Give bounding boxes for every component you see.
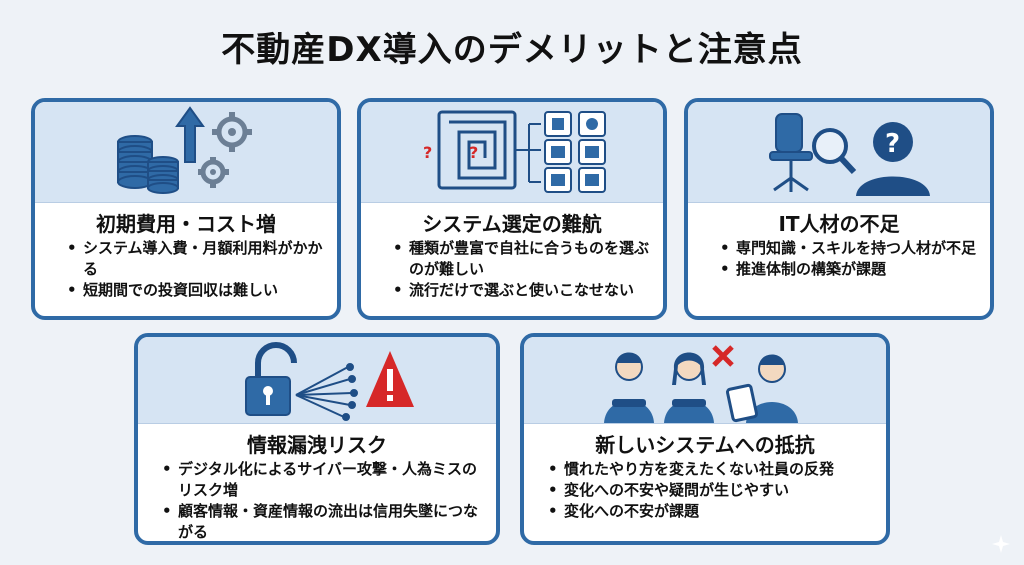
- card-illustration: ?: [688, 102, 990, 203]
- list-item: デジタル化によるサイバー攻撃・人為ミスのリスク増: [160, 459, 488, 501]
- bullet-list: 種類が豊富で自社に合うものを選ぶのが難しい 流行だけで選ぶと使いこなせない: [391, 238, 653, 301]
- card-illustration: [35, 102, 337, 203]
- card-illustration: ? ?: [361, 102, 663, 203]
- card-initial-cost: 初期費用・コスト増 システム導入費・月額利用料がかかる 短期間での投資回収は難し…: [31, 98, 341, 320]
- card-heading: 初期費用・コスト増: [96, 212, 276, 236]
- maze-apps-icon: ? ?: [423, 110, 606, 193]
- bullet-list: 慣れたやり方を変えたくない社員の反発 変化への不安や疑問が生じやすい 変化への不…: [546, 459, 878, 522]
- svg-text:?: ?: [885, 129, 900, 159]
- list-item: 種類が豊富で自社に合うものを選ぶのが難しい: [391, 238, 653, 280]
- card-illustration: [524, 337, 886, 424]
- card-illustration: [138, 337, 496, 424]
- coins-arrow-gears-icon: [117, 106, 252, 194]
- list-item: 専門知識・スキルを持つ人材が不足: [718, 238, 980, 259]
- card-information-leak: 情報漏洩リスク デジタル化によるサイバー攻撃・人為ミスのリスク増 顧客情報・資産…: [134, 333, 500, 545]
- bullet-list: デジタル化によるサイバー攻撃・人為ミスのリスク増 顧客情報・資産情報の流出は信用…: [160, 459, 488, 541]
- card-heading: 情報漏洩リスク: [247, 433, 387, 457]
- svg-text:?: ?: [423, 143, 432, 162]
- list-item: 推進体制の構築が課題: [718, 259, 980, 280]
- bullet-list: システム導入費・月額利用料がかかる 短期間での投資回収は難しい: [65, 238, 327, 301]
- list-item: 短期間での投資回収は難しい: [65, 280, 327, 301]
- card-heading: システム選定の難航: [422, 212, 602, 236]
- open-lock-warning-icon: [245, 342, 414, 421]
- card-heading: IT人材の不足: [778, 212, 900, 236]
- empty-chair-magnifier-person-icon: ?: [769, 113, 930, 196]
- list-item: 顧客情報・資産情報の流出は信用失墜につながる: [160, 501, 488, 541]
- card-system-selection: ? ?: [357, 98, 667, 320]
- list-item: 慣れたやり方を変えたくない社員の反発: [546, 459, 878, 480]
- list-item: 変化への不安や疑問が生じやすい: [546, 480, 878, 501]
- page-title: 不動産DX導入のデメリットと注意点: [221, 30, 803, 70]
- svg-text:?: ?: [469, 143, 478, 162]
- list-item: システム導入費・月額利用料がかかる: [65, 238, 327, 280]
- bullet-list: 専門知識・スキルを持つ人材が不足 推進体制の構築が課題: [718, 238, 980, 280]
- resistant-staff-icon: [604, 345, 798, 423]
- card-heading: 新しいシステムへの抵抗: [595, 433, 815, 457]
- sparkle-icon: [992, 535, 1010, 553]
- list-item: 流行だけで選ぶと使いこなせない: [391, 280, 653, 301]
- list-item: 変化への不安が課題: [546, 501, 878, 522]
- card-it-talent-shortage: ? IT人材の不足 専門知識・スキルを持つ人材が不足 推進体制の構築が課題: [684, 98, 994, 320]
- card-resistance-to-new-system: 新しいシステムへの抵抗 慣れたやり方を変えたくない社員の反発 変化への不安や疑問…: [520, 333, 890, 545]
